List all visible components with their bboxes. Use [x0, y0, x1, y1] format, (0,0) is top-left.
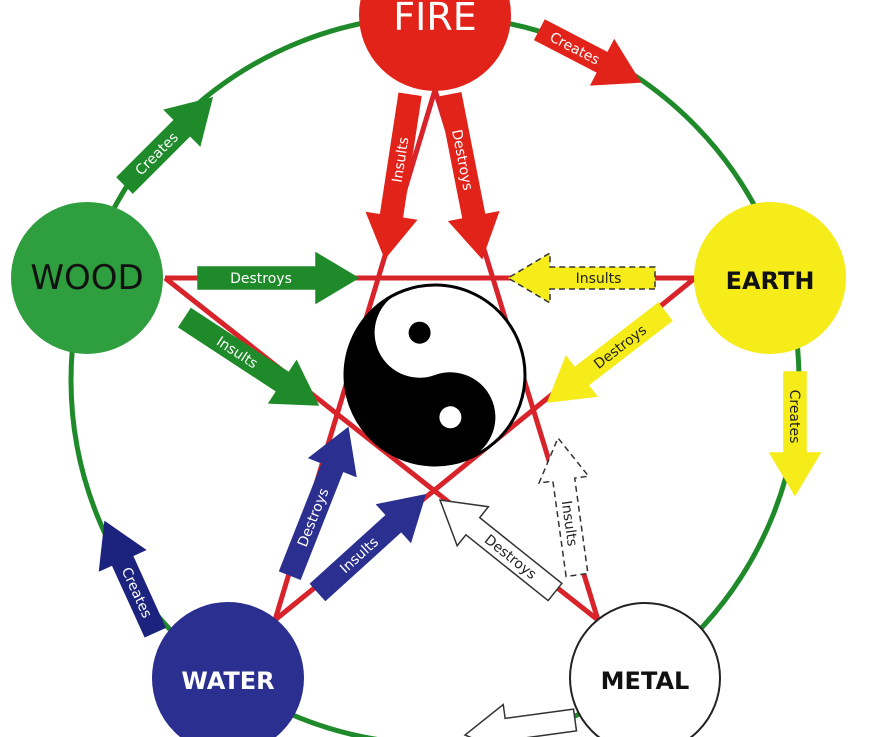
water-label: WATER	[181, 667, 274, 695]
wood-destroys-arrow: Destroys	[197, 251, 360, 305]
earth-insults-label: Insults	[576, 271, 622, 287]
earth-destroys-arrow: Destroys	[546, 302, 673, 403]
fire-node: FIRE	[359, 0, 511, 91]
fire-destroys-arrow: Destroys	[438, 92, 500, 260]
metal-creates-arrow	[463, 703, 578, 737]
element-nodes: FIRE WOOD EARTH WATER METAL	[11, 0, 846, 737]
yin-yang-symbol	[343, 283, 527, 467]
water-node: WATER	[152, 602, 304, 737]
earth-creates-arrow: Creates	[768, 371, 822, 497]
metal-destroys-arrow: Destroys	[438, 499, 563, 602]
fire-insults-label: Insults	[390, 136, 413, 184]
wood-insults-arrow: Insults	[177, 307, 320, 406]
wood-label: WOOD	[30, 258, 143, 298]
fire-label: FIRE	[393, 0, 476, 39]
metal-node: METAL	[569, 602, 721, 737]
earth-insults-arrow: Insults	[506, 251, 656, 305]
earth-node: EARTH	[694, 202, 846, 354]
metal-label: METAL	[601, 667, 690, 695]
wood-creates-arrow: Creates	[116, 96, 214, 194]
earth-creates-label: Creates	[786, 390, 802, 444]
fire-insults-arrow: Insults	[365, 92, 422, 260]
metal-insults-arrow: Insults	[537, 436, 590, 578]
water-creates-arrow: Creates	[98, 520, 167, 638]
metal-insults-label: Insults	[558, 500, 580, 548]
wood-node: WOOD	[11, 202, 163, 354]
wood-destroys-label: Destroys	[230, 271, 292, 287]
earth-label: EARTH	[726, 267, 815, 295]
fire-creates-arrow: Creates	[533, 19, 642, 86]
